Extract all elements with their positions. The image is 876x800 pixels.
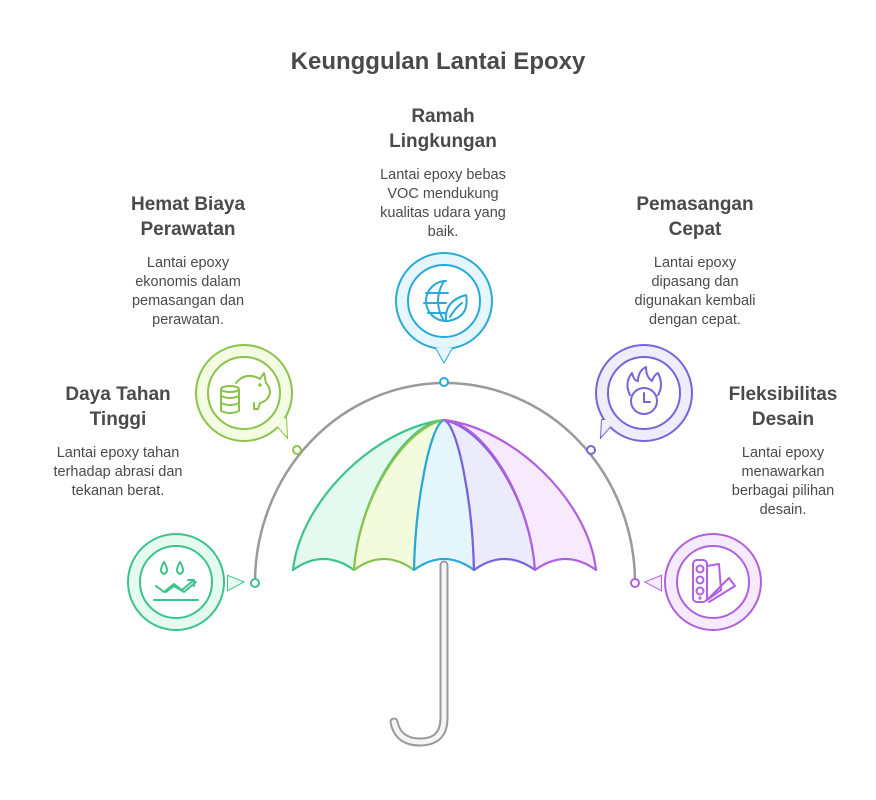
item-description: Lantai epoxy bebas VOC mendukung kualita… xyxy=(343,166,543,242)
connector-dot-eco xyxy=(440,378,448,386)
item-heading: Ramah Lingkungan xyxy=(343,104,543,154)
bubble-eco xyxy=(396,253,492,362)
item-heading: Pemasangan Cepat xyxy=(595,192,795,242)
item-fast: Pemasangan Cepat Lantai epoxy dipasang d… xyxy=(595,192,795,330)
item-heading: Hemat Biaya Perawatan xyxy=(88,192,288,242)
item-cost: Hemat Biaya Perawatan Lantai epoxy ekono… xyxy=(88,192,288,330)
connector-dot-durability xyxy=(251,579,259,587)
bubble-durability xyxy=(128,534,243,630)
item-design: Fleksibilitas Desain Lantai epoxy menawa… xyxy=(683,382,876,520)
connector-dot-design xyxy=(631,579,639,587)
umbrella-handle xyxy=(394,565,444,742)
item-durability: Daya Tahan Tinggi Lantai epoxy tahan ter… xyxy=(18,382,218,501)
bubble-design xyxy=(646,534,761,630)
item-description: Lantai epoxy tahan terhadap abrasi dan t… xyxy=(18,444,218,501)
item-heading: Daya Tahan Tinggi xyxy=(18,382,218,432)
connector-dot-fast xyxy=(587,446,595,454)
connector-dot-cost xyxy=(293,446,301,454)
umbrella-canopy xyxy=(293,420,596,570)
item-description: Lantai epoxy dipasang dan digunakan kemb… xyxy=(595,254,795,330)
item-eco: Ramah Lingkungan Lantai epoxy bebas VOC … xyxy=(343,104,543,242)
item-description: Lantai epoxy ekonomis dalam pemasangan d… xyxy=(88,254,288,330)
bubble-fast xyxy=(596,345,692,441)
item-heading: Fleksibilitas Desain xyxy=(683,382,876,432)
item-description: Lantai epoxy menawarkan berbagai pilihan… xyxy=(683,444,876,520)
